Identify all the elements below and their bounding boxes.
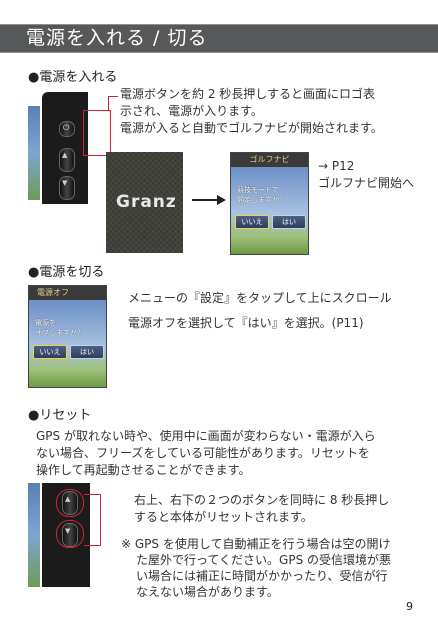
- screen-message-2: 開始しますか？: [237, 196, 286, 204]
- down-arrow-icon: ▼: [62, 179, 68, 187]
- arrow-line: [192, 199, 218, 201]
- power-button-callout-box: [83, 110, 111, 156]
- golf-navi-screen: ゴルフナビ 競技モードで 開始しますか？ いいえ はい: [230, 152, 309, 255]
- page-number: 9: [406, 600, 413, 613]
- logo-screen: Granz: [106, 152, 183, 253]
- reset-heading: ●リセット: [28, 408, 92, 423]
- no-button[interactable]: いいえ: [33, 345, 67, 359]
- page-title: 電源を入れる / 切る: [26, 27, 208, 49]
- power-on-line-1: 電源ボタンを約 2 秒長押しすると画面にロゴ表: [120, 87, 376, 101]
- reset-paragraph-line-1: GPS が取れない時や、使用中に画面が変わらない・電源が入ら: [36, 429, 376, 443]
- reset-note-line-1: ※ GPS を使用して自動補正を行う場合は空の開け: [121, 537, 391, 551]
- reset-note-line-4: なえない場合があります。: [136, 585, 279, 599]
- screen-body: 電源を オフしますか？ いいえ はい: [29, 300, 106, 387]
- power-button: [59, 121, 75, 137]
- reset-paragraph-line-2: ない場合、フリーズをしている可能性があります。リセットを: [36, 446, 370, 460]
- screen-message-1: 電源を: [35, 319, 56, 327]
- up-button: [59, 148, 75, 172]
- screen-message-1: 競技モードで: [237, 186, 279, 194]
- screen-body: 競技モードで 開始しますか？ いいえ はい: [231, 167, 308, 254]
- yes-button[interactable]: はい: [272, 215, 306, 229]
- no-button[interactable]: いいえ: [235, 215, 269, 229]
- device-screen: [28, 106, 40, 200]
- page-reference-label: ゴルフナビ開始へ: [318, 176, 415, 190]
- reset-instruction-line-2: すると本体がリセットされます。: [134, 510, 313, 524]
- callout-bracket: [84, 494, 101, 546]
- device-power-on-illustration: ⏻ ▲ ▼: [28, 92, 88, 204]
- reset-note-line-2: た屋外で行ってください。GPS の受信環境が悪: [136, 553, 392, 567]
- brand-logo: Granz: [116, 192, 177, 212]
- power-icon: ⏻: [63, 123, 70, 132]
- power-off-line-2: 電源オフを選択して『はい』を選択。(P11): [128, 316, 364, 330]
- reset-button-callout-upper: [56, 489, 84, 517]
- screen-message-2: オフしますか？: [35, 329, 84, 337]
- yes-button[interactable]: はい: [70, 345, 104, 359]
- up-arrow-icon: ▲: [62, 151, 68, 159]
- power-off-screen: 電源オフ 電源を オフしますか？ いいえ はい: [28, 285, 107, 388]
- arrow-right-icon: [217, 195, 226, 205]
- reset-button-callout-lower: [56, 520, 84, 548]
- power-on-heading: ●電源を入れる: [28, 70, 118, 85]
- power-on-line-3: 電源が入ると自動でゴルフナビが開始されます。: [120, 121, 383, 135]
- power-off-line-1: メニューの『設定』をタップして上にスクロール: [128, 291, 392, 305]
- callout-line: [108, 96, 109, 111]
- down-button: [59, 176, 75, 200]
- reset-note-line-3: い場合には補正に時間がかかったり、受信が行: [136, 569, 388, 583]
- callout-line: [108, 96, 118, 97]
- screen-title: ゴルフナビ: [231, 153, 308, 167]
- reset-paragraph-line-3: 操作して再起動させることができます。: [36, 463, 251, 477]
- device-screen: [28, 483, 40, 587]
- reset-instruction-line-1: 右上、右下の２つのボタンを同時に 8 秒長押し: [134, 493, 390, 507]
- page-reference: → P12: [318, 159, 355, 173]
- screen-title: 電源オフ: [29, 286, 106, 300]
- header-bar: [0, 24, 438, 53]
- power-on-line-2: 示され、電源が入ります。: [120, 104, 263, 118]
- power-off-heading: ●電源を切る: [28, 265, 105, 280]
